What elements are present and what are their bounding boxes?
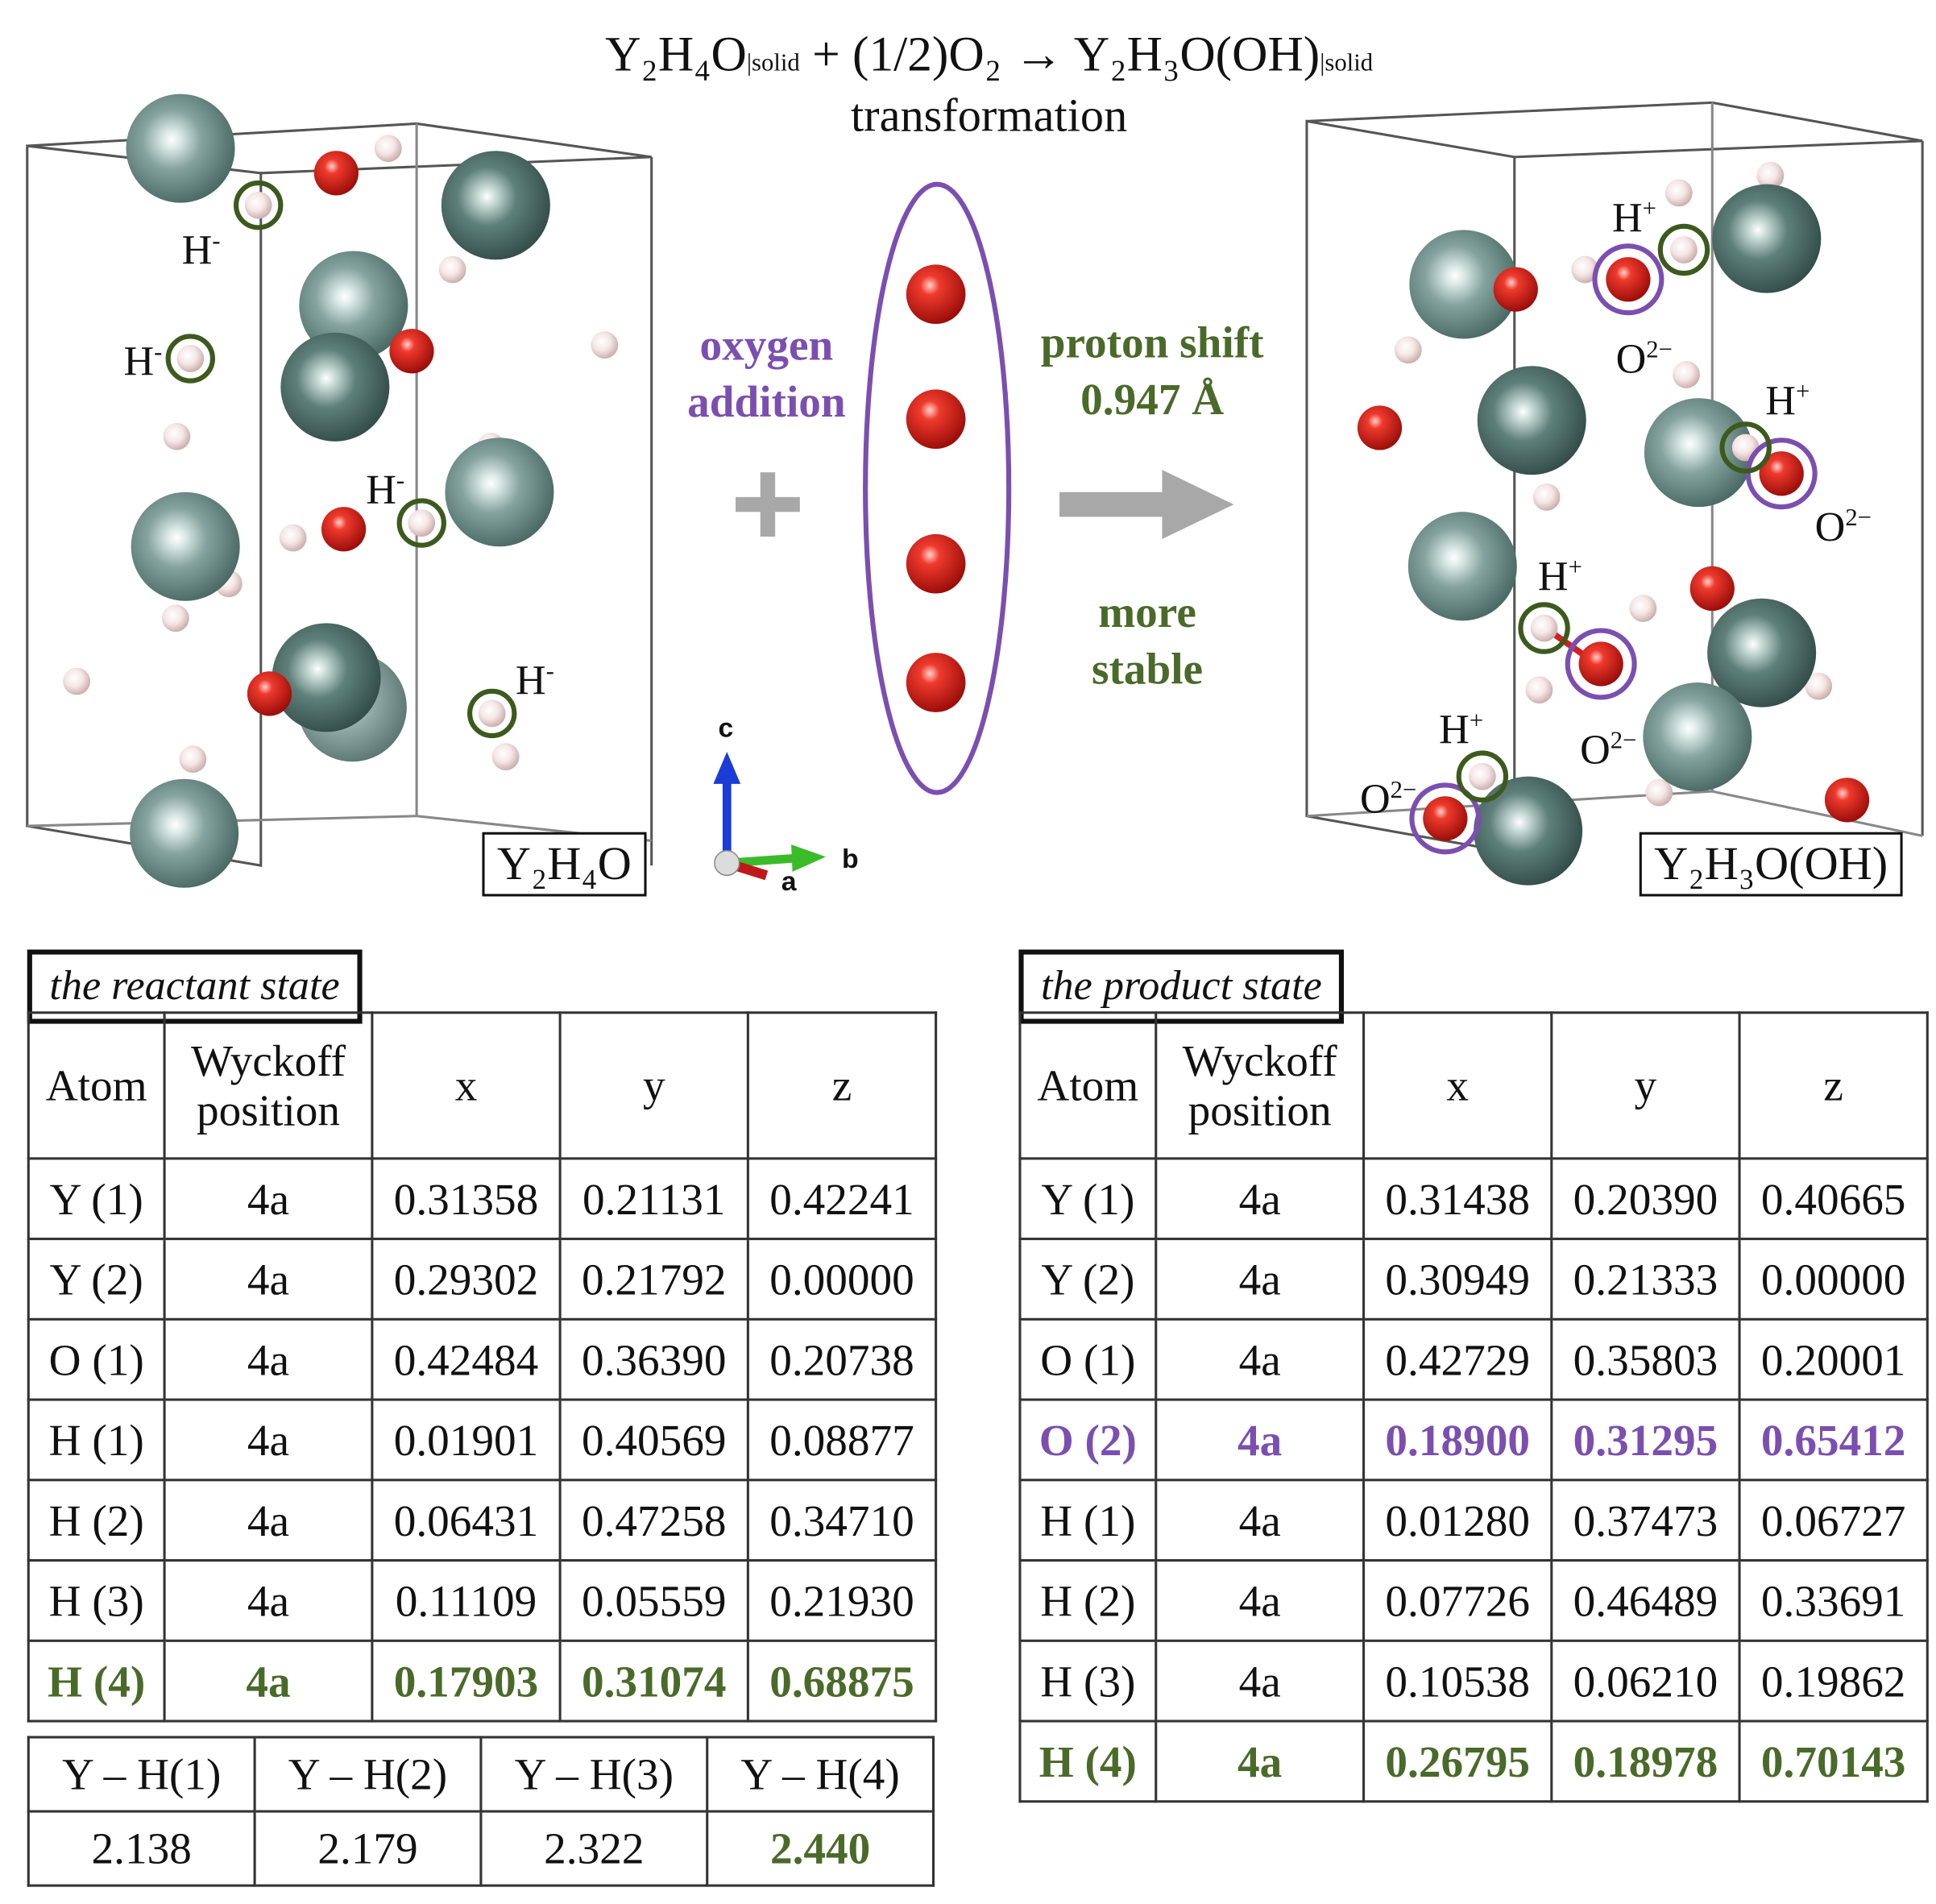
hydride-label-2: H- xyxy=(123,338,163,385)
header-wyckoff: Wyckoff position xyxy=(163,1011,374,1160)
product-header-row: Atom Wyckoff position x y z xyxy=(1018,1011,1929,1160)
axis-a-label: a xyxy=(781,865,797,897)
proton-label-1: H+ xyxy=(1611,195,1656,242)
header-x: x xyxy=(371,1011,562,1160)
reaction-diagram: Y₂H₄O|solid + (1/2)O₂ → Y₂H₃O(OH)|solid … xyxy=(0,0,1936,940)
oxide-label-4: O2− xyxy=(1359,776,1417,823)
header-atom: Atom xyxy=(1018,1011,1158,1160)
oxide-label-2: O2− xyxy=(1814,504,1872,551)
reactant-formula: Y₂H₄O xyxy=(605,26,747,82)
equation-middle: + (1/2)O₂ xyxy=(799,26,1014,82)
reactant-atoms xyxy=(63,93,619,888)
structure-drawing xyxy=(26,93,1924,888)
product-formula: Y₂H₃O(OH) xyxy=(1073,26,1320,82)
reaction-arrow: → xyxy=(1014,26,1063,82)
header-wyckoff: Wyckoff position xyxy=(1155,1011,1366,1160)
oxide-label-1: O2− xyxy=(1615,336,1673,383)
transformation-arrow xyxy=(1059,470,1234,540)
header-y: y xyxy=(558,1011,749,1160)
oxygen-addition-label: oxygen addition xyxy=(687,320,846,427)
proton-label-3: H+ xyxy=(1537,554,1582,600)
bond-value-row: 2.138 2.179 2.322 2.440 xyxy=(27,1810,935,1887)
axis-c-label: c xyxy=(718,711,734,744)
hydride-label-3: H- xyxy=(366,467,405,514)
hydride-label-4: H- xyxy=(515,657,554,704)
plus-sign xyxy=(736,472,800,537)
header-x: x xyxy=(1362,1011,1553,1160)
proton-label-4: H+ xyxy=(1439,707,1484,754)
axis-b-label: b xyxy=(841,843,859,874)
proton-shift-label: proton shift 0.947 Å xyxy=(1040,317,1264,425)
bond-header-row: Y – H(1) Y – H(2) Y – H(3) Y – H(4) xyxy=(27,1736,935,1813)
bond-length-table: Y – H(1) Y – H(2) Y – H(3) Y – H(4) 2.13… xyxy=(27,1736,935,1887)
added-oxygen-atoms xyxy=(906,264,966,712)
equation-subtitle: transformation xyxy=(850,90,1128,143)
header-z: z xyxy=(1738,1011,1929,1160)
reaction-equation: Y₂H₄O|solid + (1/2)O₂ → Y₂H₃O(OH)|solid xyxy=(605,26,1374,82)
product-cell-label: Y₂H₃O(OH) xyxy=(1639,832,1903,897)
hydride-label-1: H- xyxy=(181,227,221,274)
reactant-state: solid xyxy=(752,49,800,77)
axes-indicator xyxy=(713,751,827,881)
product-state: solid xyxy=(1325,49,1374,77)
product-atoms xyxy=(1357,162,1870,886)
oxide-highlights xyxy=(1409,243,1818,855)
more-stable-label: more stable xyxy=(1091,587,1204,694)
reactant-header-row: Atom Wyckoff position x y z xyxy=(27,1011,938,1160)
oxide-label-3: O2− xyxy=(1580,727,1637,774)
proton-highlights xyxy=(1456,223,1772,803)
header-atom: Atom xyxy=(27,1011,166,1160)
header-y: y xyxy=(1550,1011,1741,1160)
reactant-cell-label: Y₂H₄O xyxy=(482,832,647,897)
proton-label-2: H+ xyxy=(1765,378,1810,425)
hydride-highlights xyxy=(165,180,517,739)
oxygen-group-ellipse xyxy=(863,181,1012,795)
header-z: z xyxy=(746,1011,938,1160)
